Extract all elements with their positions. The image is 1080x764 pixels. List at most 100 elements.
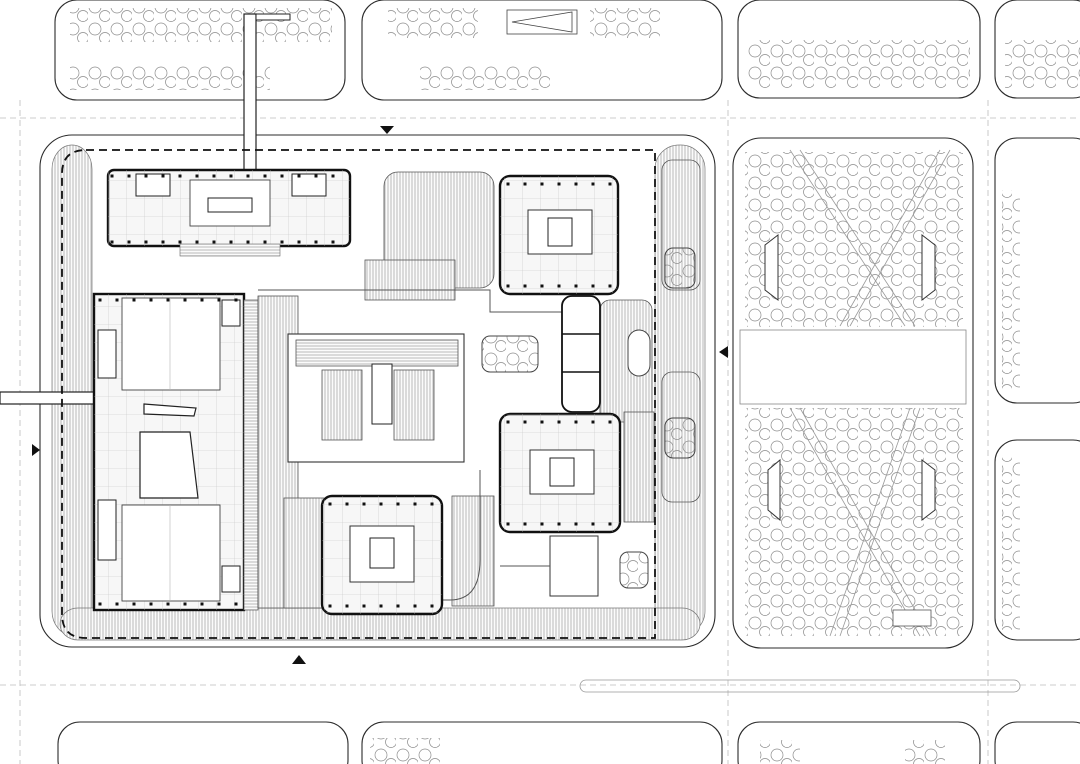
column — [331, 174, 335, 178]
column — [166, 298, 170, 302]
column — [608, 182, 612, 186]
column — [331, 240, 335, 244]
column — [523, 284, 527, 288]
column — [506, 522, 510, 526]
column — [263, 240, 267, 244]
column — [234, 298, 238, 302]
column — [506, 420, 510, 424]
column — [574, 522, 578, 526]
column — [183, 602, 187, 606]
column — [234, 602, 238, 606]
column — [523, 182, 527, 186]
column — [229, 174, 233, 178]
column — [362, 502, 366, 506]
column — [195, 240, 199, 244]
column — [98, 298, 102, 302]
column — [608, 522, 612, 526]
column — [591, 284, 595, 288]
column — [178, 240, 182, 244]
column-grid — [98, 298, 238, 606]
column — [314, 174, 318, 178]
column — [328, 604, 332, 608]
column — [217, 298, 221, 302]
column — [263, 174, 267, 178]
column — [200, 602, 204, 606]
column — [557, 420, 561, 424]
column — [110, 240, 114, 244]
column — [506, 284, 510, 288]
column-grid — [506, 182, 612, 288]
column — [608, 420, 612, 424]
column — [540, 284, 544, 288]
column — [212, 174, 216, 178]
column — [161, 240, 165, 244]
column — [328, 502, 332, 506]
column — [229, 240, 233, 244]
column — [574, 420, 578, 424]
east-park — [732, 137, 974, 649]
south-entrance-arrow — [292, 655, 306, 664]
north-podium-building — [106, 168, 352, 257]
column — [127, 174, 131, 178]
column — [557, 182, 561, 186]
column — [297, 240, 301, 244]
tower-link-bridge — [561, 295, 601, 413]
street-trees — [70, 8, 1080, 764]
column — [200, 298, 204, 302]
column — [280, 174, 284, 178]
west-entrance-arrow — [32, 444, 40, 456]
column — [557, 522, 561, 526]
column — [523, 420, 527, 424]
column — [149, 602, 153, 606]
column-grid — [110, 174, 335, 244]
column — [608, 284, 612, 288]
column — [212, 240, 216, 244]
tower-north — [498, 174, 620, 296]
pedestrian-bridges — [0, 13, 291, 405]
column — [345, 604, 349, 608]
column — [379, 502, 383, 506]
column — [557, 284, 561, 288]
column — [178, 174, 182, 178]
tower-south — [320, 494, 444, 616]
column — [115, 298, 119, 302]
column — [574, 284, 578, 288]
central-plaza — [257, 159, 701, 609]
column — [132, 298, 136, 302]
column — [362, 604, 366, 608]
column-grid — [506, 420, 612, 526]
tower-east — [498, 412, 622, 534]
column — [98, 602, 102, 606]
column-grid — [328, 502, 434, 608]
site-boundary — [61, 149, 656, 639]
sign-marker — [506, 9, 578, 35]
column — [297, 174, 301, 178]
column — [127, 240, 131, 244]
east-entrance-arrow — [719, 346, 728, 358]
column — [345, 502, 349, 506]
column — [195, 174, 199, 178]
column — [379, 604, 383, 608]
column — [574, 182, 578, 186]
column — [506, 182, 510, 186]
column — [314, 240, 318, 244]
column — [430, 604, 434, 608]
road-centerlines — [0, 100, 1080, 764]
column — [280, 240, 284, 244]
column — [413, 502, 417, 506]
column — [132, 602, 136, 606]
column — [246, 240, 250, 244]
column — [110, 174, 114, 178]
column — [144, 240, 148, 244]
column — [217, 602, 221, 606]
column — [183, 298, 187, 302]
column — [523, 522, 527, 526]
column — [396, 604, 400, 608]
column — [149, 298, 153, 302]
column — [413, 604, 417, 608]
column — [540, 420, 544, 424]
column — [144, 174, 148, 178]
column — [540, 182, 544, 186]
column — [115, 602, 119, 606]
